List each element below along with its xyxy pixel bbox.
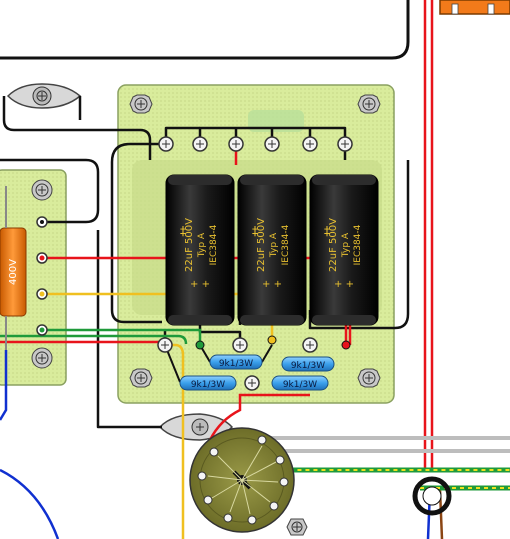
chassis-outline xyxy=(0,0,410,60)
resistor-label: 9k1/3W xyxy=(219,359,253,369)
mount-screw-icon xyxy=(31,347,53,369)
terminal-pad-icon xyxy=(302,136,318,152)
capacitor-brand-logo: ‡ xyxy=(180,224,186,238)
capacitor-value-label: 22uF 500V xyxy=(184,218,195,272)
resistor: 9k1/3W xyxy=(199,344,273,370)
resistor-label: 9k1/3W xyxy=(191,380,225,390)
capacitor-type-label: Typ A xyxy=(341,232,351,258)
terminal-pad-icon xyxy=(337,136,353,152)
terminal-pad-icon xyxy=(244,375,260,391)
terminal-pad-icon xyxy=(228,136,244,152)
side-board-terminals xyxy=(36,216,48,336)
capacitor-type-label: Typ A xyxy=(197,232,207,258)
capacitor-polarity-label: + + xyxy=(262,279,282,290)
capacitor-standard-label: IEC384-4 xyxy=(281,224,291,265)
board-terminals-top xyxy=(158,136,353,152)
resistor: 9k1/3W xyxy=(164,344,237,391)
terminal-pad-icon xyxy=(302,337,318,353)
wire-grommet xyxy=(412,476,452,516)
capacitor-polarity-label: + + xyxy=(334,279,354,290)
capacitor-value-label: 22uF 500V xyxy=(328,218,339,272)
capacitor-standard-label: IEC384-4 xyxy=(209,224,219,265)
terminal-pad-icon xyxy=(232,337,248,353)
side-capacitor: 400V xyxy=(0,186,27,350)
resistor-label: 9k1/3W xyxy=(283,380,317,390)
resistor: 9k1/3W xyxy=(281,356,335,372)
side-capacitor-label: 400V xyxy=(8,259,19,285)
mount-screw-icon xyxy=(129,368,153,388)
mount-screw-icon xyxy=(357,94,381,114)
capacitor-brand-logo: ‡ xyxy=(252,224,258,238)
terminal-pad-icon xyxy=(264,136,280,152)
capacitor-brand-logo: ‡ xyxy=(324,224,330,238)
board-terminals-bottom xyxy=(157,335,351,391)
mounting-bracket xyxy=(6,83,82,109)
capacitor-value-label: 22uF 500V xyxy=(256,218,267,272)
mount-screw-icon xyxy=(286,518,308,536)
resistor-label: 9k1/3W xyxy=(291,361,325,371)
top-right-connector xyxy=(439,0,510,15)
mount-screw-icon xyxy=(31,179,53,201)
terminal-pad-icon xyxy=(157,337,173,353)
capacitor-type-label: Typ A xyxy=(269,232,279,258)
terminal-pad-icon xyxy=(192,136,208,152)
terminal-pad-icon xyxy=(158,136,174,152)
capacitor-polarity-label: + + xyxy=(190,279,210,290)
tube-socket xyxy=(189,427,295,533)
resistor: 9k1/3W xyxy=(271,375,329,391)
mount-screw-icon xyxy=(129,94,153,114)
capacitor-standard-label: IEC384-4 xyxy=(353,224,363,265)
mount-screw-icon xyxy=(357,368,381,388)
